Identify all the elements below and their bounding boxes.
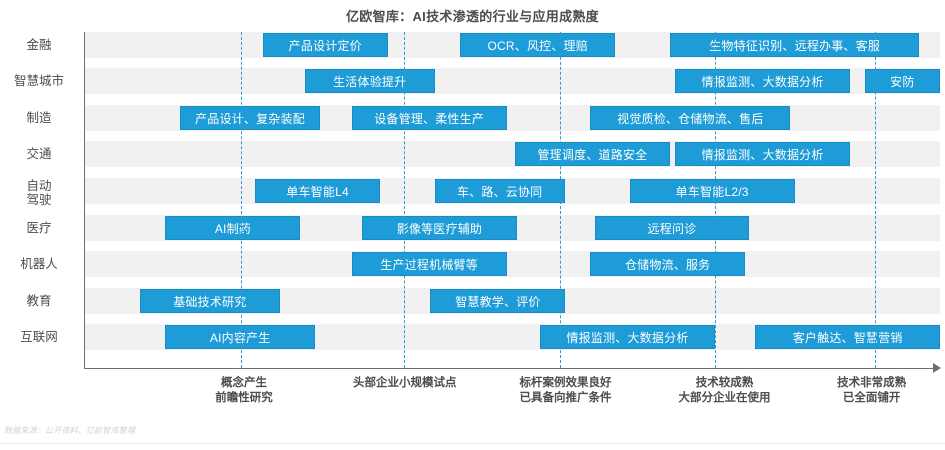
stage-label-line: 技术非常成熟 (837, 377, 907, 389)
stage-3-label: 标杆案例效果良好已具备向推广条件 (486, 376, 646, 406)
application-bar[interactable]: 基础技术研究 (139, 289, 280, 313)
stage-label-line: 标杆案例效果良好 (519, 377, 612, 389)
row-label-3: 制造 (26, 111, 52, 125)
footer-divider (0, 443, 945, 444)
application-bar[interactable]: 单车智能L2/3 (629, 179, 795, 203)
application-bar[interactable]: 情报监测、大数据分析 (674, 142, 851, 166)
row-label-9: 互联网 (20, 330, 58, 344)
row-label-8: 教育 (26, 294, 52, 308)
source-note: 数据来源：公开资料、亿欧智库整理 (4, 426, 136, 435)
stage-divider-5 (875, 32, 877, 368)
row-label-1: 金融 (26, 38, 52, 52)
stage-label-line: 技术较成熟 (695, 377, 754, 389)
application-bar[interactable]: AI内容产生 (165, 325, 315, 349)
stage-divider-1 (240, 32, 242, 368)
application-bar[interactable]: 仓储物流、服务 (590, 252, 746, 276)
application-bar[interactable]: 产品设计、复杂装配 (179, 106, 321, 130)
chart-row (85, 251, 940, 277)
application-bar[interactable]: 情报监测、大数据分析 (674, 69, 851, 93)
x-axis-arrow-icon (933, 363, 941, 373)
stage-2-label: 头部企业小规模试点 (325, 376, 485, 391)
stage-label-line: 已全面铺开 (842, 392, 901, 404)
row-label-4: 交通 (26, 147, 52, 161)
application-bar[interactable]: 设备管理、柔性生产 (351, 106, 507, 130)
row-label-6: 医疗 (26, 221, 52, 235)
stage-label-line: 概念产生 (221, 377, 268, 389)
application-bar[interactable]: OCR、风控、理赔 (460, 33, 616, 57)
stage-label-line: 大部分企业在使用 (678, 392, 771, 404)
application-bar[interactable]: 管理调度、道路安全 (515, 142, 670, 166)
application-bar[interactable]: 影像等医疗辅助 (362, 216, 517, 240)
stage-5-label: 技术非常成熟已全面铺开 (792, 376, 945, 406)
application-bar[interactable]: 客户触达、智慧营销 (755, 325, 940, 349)
application-bar[interactable]: 智慧教学、评价 (430, 289, 566, 313)
stage-label-line: 前瞻性研究 (215, 392, 273, 404)
row-label-7: 机器人 (20, 257, 58, 271)
application-bar[interactable]: 安防 (864, 69, 940, 93)
row-label-5: 自动驾驶 (26, 179, 52, 207)
stage-label-line: 已具备向推广条件 (519, 392, 612, 404)
application-bar[interactable]: 产品设计定价 (262, 33, 388, 57)
page-title: 亿欧智库：AI技术渗透的行业与应用成熟度 (345, 9, 599, 24)
application-bar[interactable]: 情报监测、大数据分析 (539, 325, 716, 349)
application-bar[interactable]: 视觉质检、仓储物流、售后 (590, 106, 791, 130)
application-bar[interactable]: 生活体验提升 (304, 69, 435, 93)
stage-divider-2 (403, 32, 405, 368)
application-bar[interactable]: 生产过程机械臂等 (351, 252, 507, 276)
x-axis-line (84, 368, 934, 369)
stage-1-label: 概念产生前瞻性研究 (164, 376, 324, 406)
y-axis-line (84, 32, 85, 368)
row-label-2: 智慧城市 (13, 74, 64, 88)
stage-label-line: 头部企业小规模试点 (353, 377, 457, 389)
application-bar[interactable]: 单车智能L4 (255, 179, 380, 203)
application-bar[interactable]: AI制药 (165, 216, 301, 240)
application-bar[interactable]: 生物特征识别、远程办事、客服 (669, 33, 920, 57)
stage-4-label: 技术较成熟大部分企业在使用 (645, 376, 805, 406)
stage-divider-4 (715, 32, 717, 368)
application-bar[interactable]: 车、路、云协同 (434, 179, 565, 203)
stage-divider-3 (560, 32, 562, 368)
application-bar[interactable]: 远程问诊 (594, 216, 750, 240)
